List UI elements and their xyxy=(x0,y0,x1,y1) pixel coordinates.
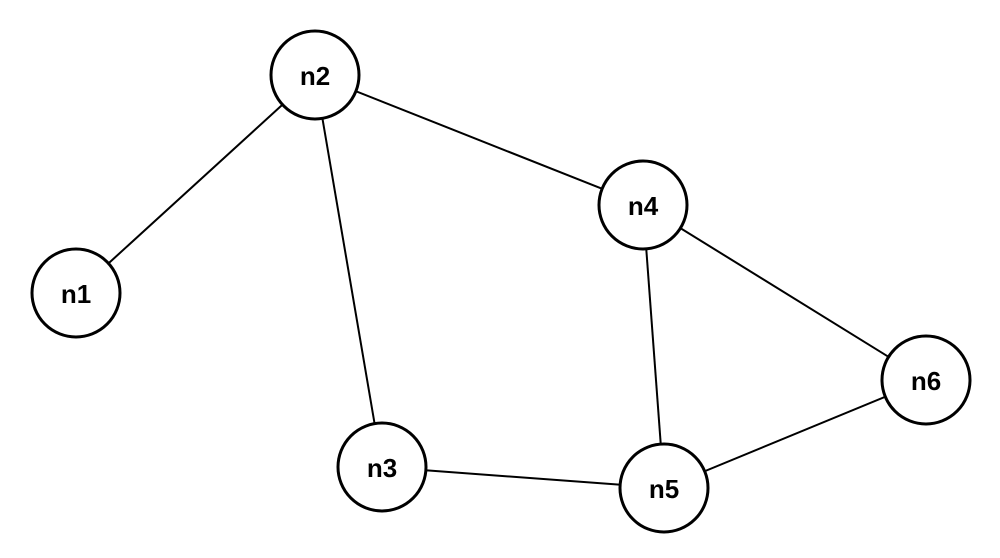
node-circle-n2[interactable] xyxy=(269,29,361,121)
node-label-n6: n6 xyxy=(911,366,941,396)
node-n2[interactable]: n2 xyxy=(269,29,361,121)
edge-n3-n5 xyxy=(381,466,665,489)
edge-n2-n4 xyxy=(314,74,644,206)
node-n3[interactable]: n3 xyxy=(336,421,428,513)
node-circle-n6[interactable] xyxy=(880,334,972,426)
node-label-n3: n3 xyxy=(367,453,397,483)
edge-n5-n6 xyxy=(663,379,927,489)
node-label-n4: n4 xyxy=(628,191,659,221)
node-circle-n4[interactable] xyxy=(597,159,689,251)
node-circle-n3[interactable] xyxy=(336,421,428,513)
edge-n1-n2 xyxy=(75,74,316,294)
node-circle-n1[interactable] xyxy=(30,247,122,339)
node-n1[interactable]: n1 xyxy=(30,247,122,339)
node-label-n2: n2 xyxy=(300,61,330,91)
node-label-n1: n1 xyxy=(61,279,91,309)
edge-n4-n6 xyxy=(642,204,927,381)
node-circle-n5[interactable] xyxy=(618,442,710,534)
node-n6[interactable]: n6 xyxy=(880,334,972,426)
node-n5[interactable]: n5 xyxy=(618,442,710,534)
edge-n2-n3 xyxy=(314,74,383,468)
node-n4[interactable]: n4 xyxy=(597,159,689,251)
edge-n4-n5 xyxy=(642,204,665,489)
node-label-n5: n5 xyxy=(649,474,679,504)
